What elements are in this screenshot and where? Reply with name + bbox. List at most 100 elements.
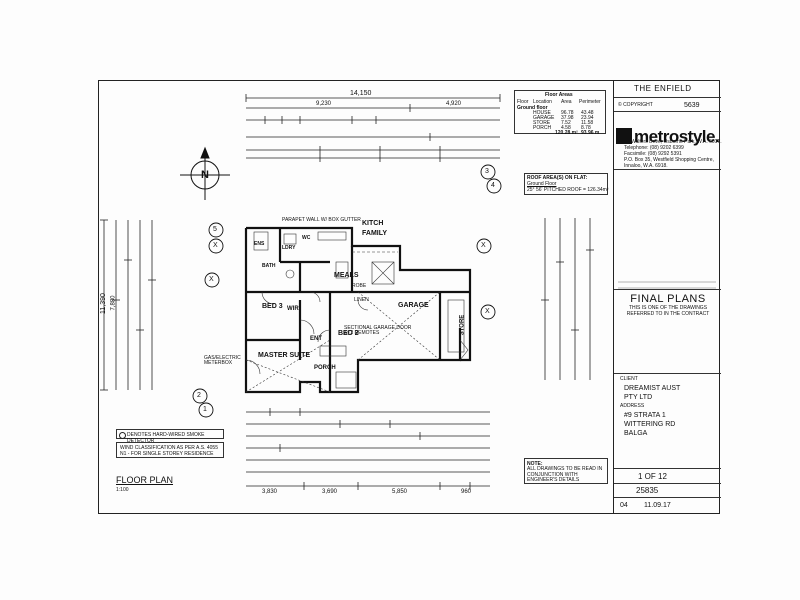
plan-title: FLOOR PLAN bbox=[116, 475, 174, 485]
room-wir: WIR bbox=[287, 306, 299, 312]
tb-row-client: CLIENT DREAMIST AUST PTY LTD ADDRESS #9 … bbox=[614, 374, 721, 442]
dim-top-a: 9,230 bbox=[316, 101, 332, 107]
room-ldry: LDRY bbox=[282, 245, 296, 251]
stamp-title: FINAL PLANS bbox=[630, 293, 706, 305]
job-no: 25835 bbox=[636, 486, 659, 495]
section-marker-icon bbox=[486, 178, 502, 194]
smoke-detector-icon bbox=[119, 432, 126, 439]
marker-x: X bbox=[481, 242, 486, 249]
sheet-border bbox=[98, 80, 720, 514]
tb-row-date: 04 11.09.17 bbox=[614, 498, 721, 512]
room-family: FAMILY bbox=[362, 230, 388, 237]
logo-text: metrostyle. bbox=[634, 127, 720, 146]
room-ens: ENS bbox=[254, 241, 265, 247]
project-name: THE ENFIELD bbox=[634, 84, 692, 93]
revision-no: 04 bbox=[620, 502, 628, 509]
company-address-5: Innaloo, W.A. 6918. bbox=[624, 163, 668, 169]
client-name-2: PTY LTD bbox=[624, 394, 653, 401]
client-label: CLIENT bbox=[620, 376, 638, 382]
fa-row-perimeter: 43.48 bbox=[581, 110, 594, 116]
room-master: MASTER SUITE bbox=[258, 352, 311, 359]
meterbox-note: GAS/ELECTRIC METERBOX bbox=[204, 355, 241, 366]
fa-header-location: Location bbox=[533, 99, 552, 105]
address-3: BALGA bbox=[624, 430, 648, 437]
legend-smoke-text: DENOTES HARD-WIRED SMOKE DETECTOR bbox=[127, 432, 205, 444]
fa-row-area: 96.78 bbox=[561, 110, 574, 116]
section-marker-icon bbox=[198, 402, 214, 418]
notes-text: ALL DRAWINGS TO BE READ IN CONJUNCTION W… bbox=[527, 466, 603, 483]
north-label: N bbox=[201, 169, 209, 181]
marker-1: 1 bbox=[203, 406, 207, 413]
legend-wind: WIND CLASSIFICATION AS PER A.S. 4055 N1 … bbox=[116, 442, 224, 458]
parapet-label: PARAPET WALL W/ BOX GUTTER bbox=[282, 217, 361, 223]
north-arrow-icon bbox=[180, 146, 230, 200]
marker-x: X bbox=[209, 276, 214, 283]
room-bath: BATH bbox=[262, 263, 276, 269]
room-linen: LINEN bbox=[354, 297, 369, 303]
fa-section: Ground floor bbox=[517, 105, 548, 111]
final-plans-stamp: FINAL PLANS THIS IS ONE OF THE DRAWINGS … bbox=[622, 293, 714, 317]
section-marker-icon bbox=[476, 238, 492, 254]
roof-area-title: ROOF AREA(S) ON FLAT: bbox=[527, 175, 588, 181]
marker-4: 4 bbox=[491, 182, 495, 189]
section-marker-icon bbox=[192, 388, 208, 404]
marker-x: X bbox=[485, 308, 490, 315]
fa-header-perimeter: Perimeter bbox=[579, 99, 601, 105]
section-marker-icon bbox=[480, 304, 496, 320]
marker-2: 2 bbox=[197, 392, 201, 399]
notes-title: NOTE: bbox=[527, 461, 543, 467]
dim-bottom-a: 3,830 bbox=[262, 489, 278, 495]
logo-mark-icon bbox=[616, 128, 632, 144]
fa-row-location: GARAGE bbox=[533, 115, 555, 121]
room-kitch: KITCH bbox=[362, 220, 384, 227]
fa-row-perimeter: 11.58 bbox=[581, 120, 594, 126]
address-1: #9 STRATA 1 bbox=[624, 412, 666, 419]
section-marker-icon bbox=[208, 238, 224, 254]
room-meals: MEALS bbox=[334, 272, 359, 279]
plan-scale: 1:100 bbox=[116, 487, 129, 493]
fa-row-perimeter: 8.78 bbox=[581, 125, 591, 131]
legend-wind-1: WIND CLASSIFICATION AS PER A.S. 4055 bbox=[120, 445, 218, 451]
marker-x: X bbox=[213, 242, 218, 249]
fa-row-area: 4.58 bbox=[561, 125, 571, 131]
fa-header-area: Area bbox=[561, 99, 572, 105]
room-bed3: BED 3 bbox=[262, 303, 283, 310]
room-garage: GARAGE bbox=[398, 302, 429, 309]
fa-row-location: STORE bbox=[533, 120, 551, 126]
stamp-line-2: REFERRED TO IN THE CONTRACT bbox=[626, 311, 710, 317]
address-label: ADDRESS bbox=[620, 403, 645, 409]
fa-row-location: PORCH bbox=[533, 125, 552, 131]
notes-box: NOTE: ALL DRAWINGS TO BE READ IN CONJUNC… bbox=[524, 458, 608, 484]
room-ent: ENT bbox=[310, 336, 322, 342]
legend-wind-2: N1 - FOR SINGLE STOREY RESIDENCE bbox=[120, 451, 214, 457]
dim-top-b: 4,920 bbox=[446, 101, 462, 107]
sheet-no: 1 OF 12 bbox=[638, 472, 667, 481]
room-wc: WC bbox=[302, 235, 311, 241]
room-porch: PORCH bbox=[314, 365, 336, 371]
title-block: THE ENFIELD © COPYRIGHT 5639 65 Walters … bbox=[613, 80, 722, 514]
roof-area-box: ROOF AREA(S) ON FLAT: Ground Floor 25° 5… bbox=[524, 173, 608, 195]
roof-area-floor: Ground Floor bbox=[527, 181, 557, 187]
section-marker-icon bbox=[480, 164, 496, 180]
floor-areas-table: Floor Areas Floor Location Area Perimete… bbox=[514, 90, 606, 136]
fa-total-area: 120.28 m² bbox=[555, 130, 578, 136]
marker-5: 5 bbox=[213, 226, 217, 233]
dim-left-a: 7,880 bbox=[110, 295, 117, 311]
fa-row-perimeter: 23.94 bbox=[581, 115, 594, 121]
section-marker-icon bbox=[204, 272, 220, 288]
copyright-no: 5639 bbox=[684, 102, 700, 109]
legend: DENOTES HARD-WIRED SMOKE DETECTOR WIND C… bbox=[116, 429, 224, 467]
fa-row-area: 37.98 bbox=[561, 115, 574, 121]
tb-row-job: 25835 bbox=[614, 484, 721, 498]
stamp-line-1: THIS IS ONE OF THE DRAWINGS bbox=[628, 305, 708, 311]
floor-areas-title: Floor Areas bbox=[545, 92, 573, 98]
dim-bottom-b: 3,690 bbox=[322, 489, 338, 495]
tb-row-revisions bbox=[614, 170, 721, 290]
marker-3: 3 bbox=[485, 168, 489, 175]
room-bed2: BED 2 bbox=[338, 330, 359, 337]
tb-row-stamp bbox=[614, 290, 721, 374]
company-logo: metrostyle. bbox=[616, 127, 720, 147]
dim-bottom-c: 5,850 bbox=[392, 489, 408, 495]
roof-area-line: 25° 56' PITCHED ROOF = 126.34m² bbox=[527, 187, 609, 193]
